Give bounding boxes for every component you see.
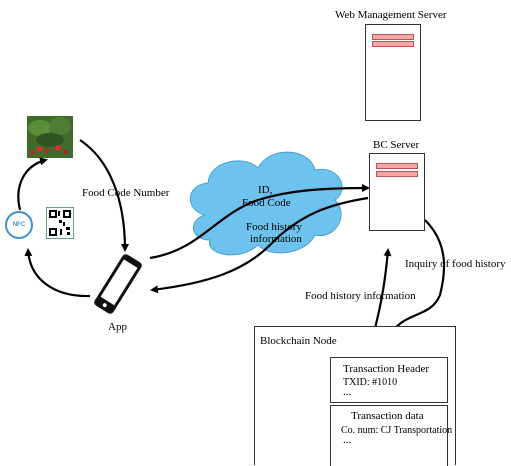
nfc-label: NFC (12, 222, 26, 228)
data-ellipsis: ... (343, 434, 352, 446)
food-to-app-arrow (79, 139, 129, 252)
cloud-shape (189, 151, 343, 256)
food-image (27, 116, 73, 158)
txid-text: TXID: #1010 (343, 377, 398, 388)
transaction-header-box: Transaction Header TXID: #1010 ... (330, 357, 448, 403)
smartphone-icon (94, 254, 142, 314)
nfc-icon: NFC (5, 211, 33, 239)
web-server-bar (372, 41, 414, 47)
bc-server-bar (376, 171, 418, 177)
transaction-header-title: Transaction Header (343, 363, 430, 375)
blockchain-node-title: Blockchain Node (260, 335, 337, 347)
qr-code-icon (46, 207, 74, 239)
cloud-text-id: ID, (258, 184, 273, 196)
food-code-number-label: Food Code Number (82, 187, 170, 199)
bc-server-box (369, 153, 425, 231)
bc-to-app-arrow (150, 196, 369, 294)
transaction-data-title: Transaction data (351, 410, 424, 422)
inquiry-arrow (386, 219, 446, 342)
web-server-box (365, 24, 421, 121)
food-history-label: Food history information (305, 290, 416, 302)
app-label: App (108, 321, 127, 333)
co-num-text: Co. num: CJ Transportation (341, 425, 453, 436)
app-to-bc-arrow (149, 184, 370, 260)
bc-server-bar (376, 163, 418, 169)
transaction-data-box: Transaction data Co. num: CJ Transportat… (330, 405, 452, 466)
header-ellipsis: ... (343, 386, 352, 398)
app-to-nfc-arrow (24, 248, 91, 298)
cloud-text-food-history: Food history (246, 221, 302, 233)
cloud-text-information: information (250, 233, 302, 245)
cloud-text-food-code: Food Code (242, 197, 291, 209)
blockchain-node: Blockchain Node Transaction Header TXID:… (254, 326, 456, 466)
web-server-bar (372, 34, 414, 40)
web-server-label: Web Management Server (335, 9, 447, 21)
inquiry-label: Inquiry of food history (405, 258, 506, 270)
bc-server-label: BC Server (373, 139, 420, 151)
nfc-to-food-arrow (17, 157, 48, 211)
